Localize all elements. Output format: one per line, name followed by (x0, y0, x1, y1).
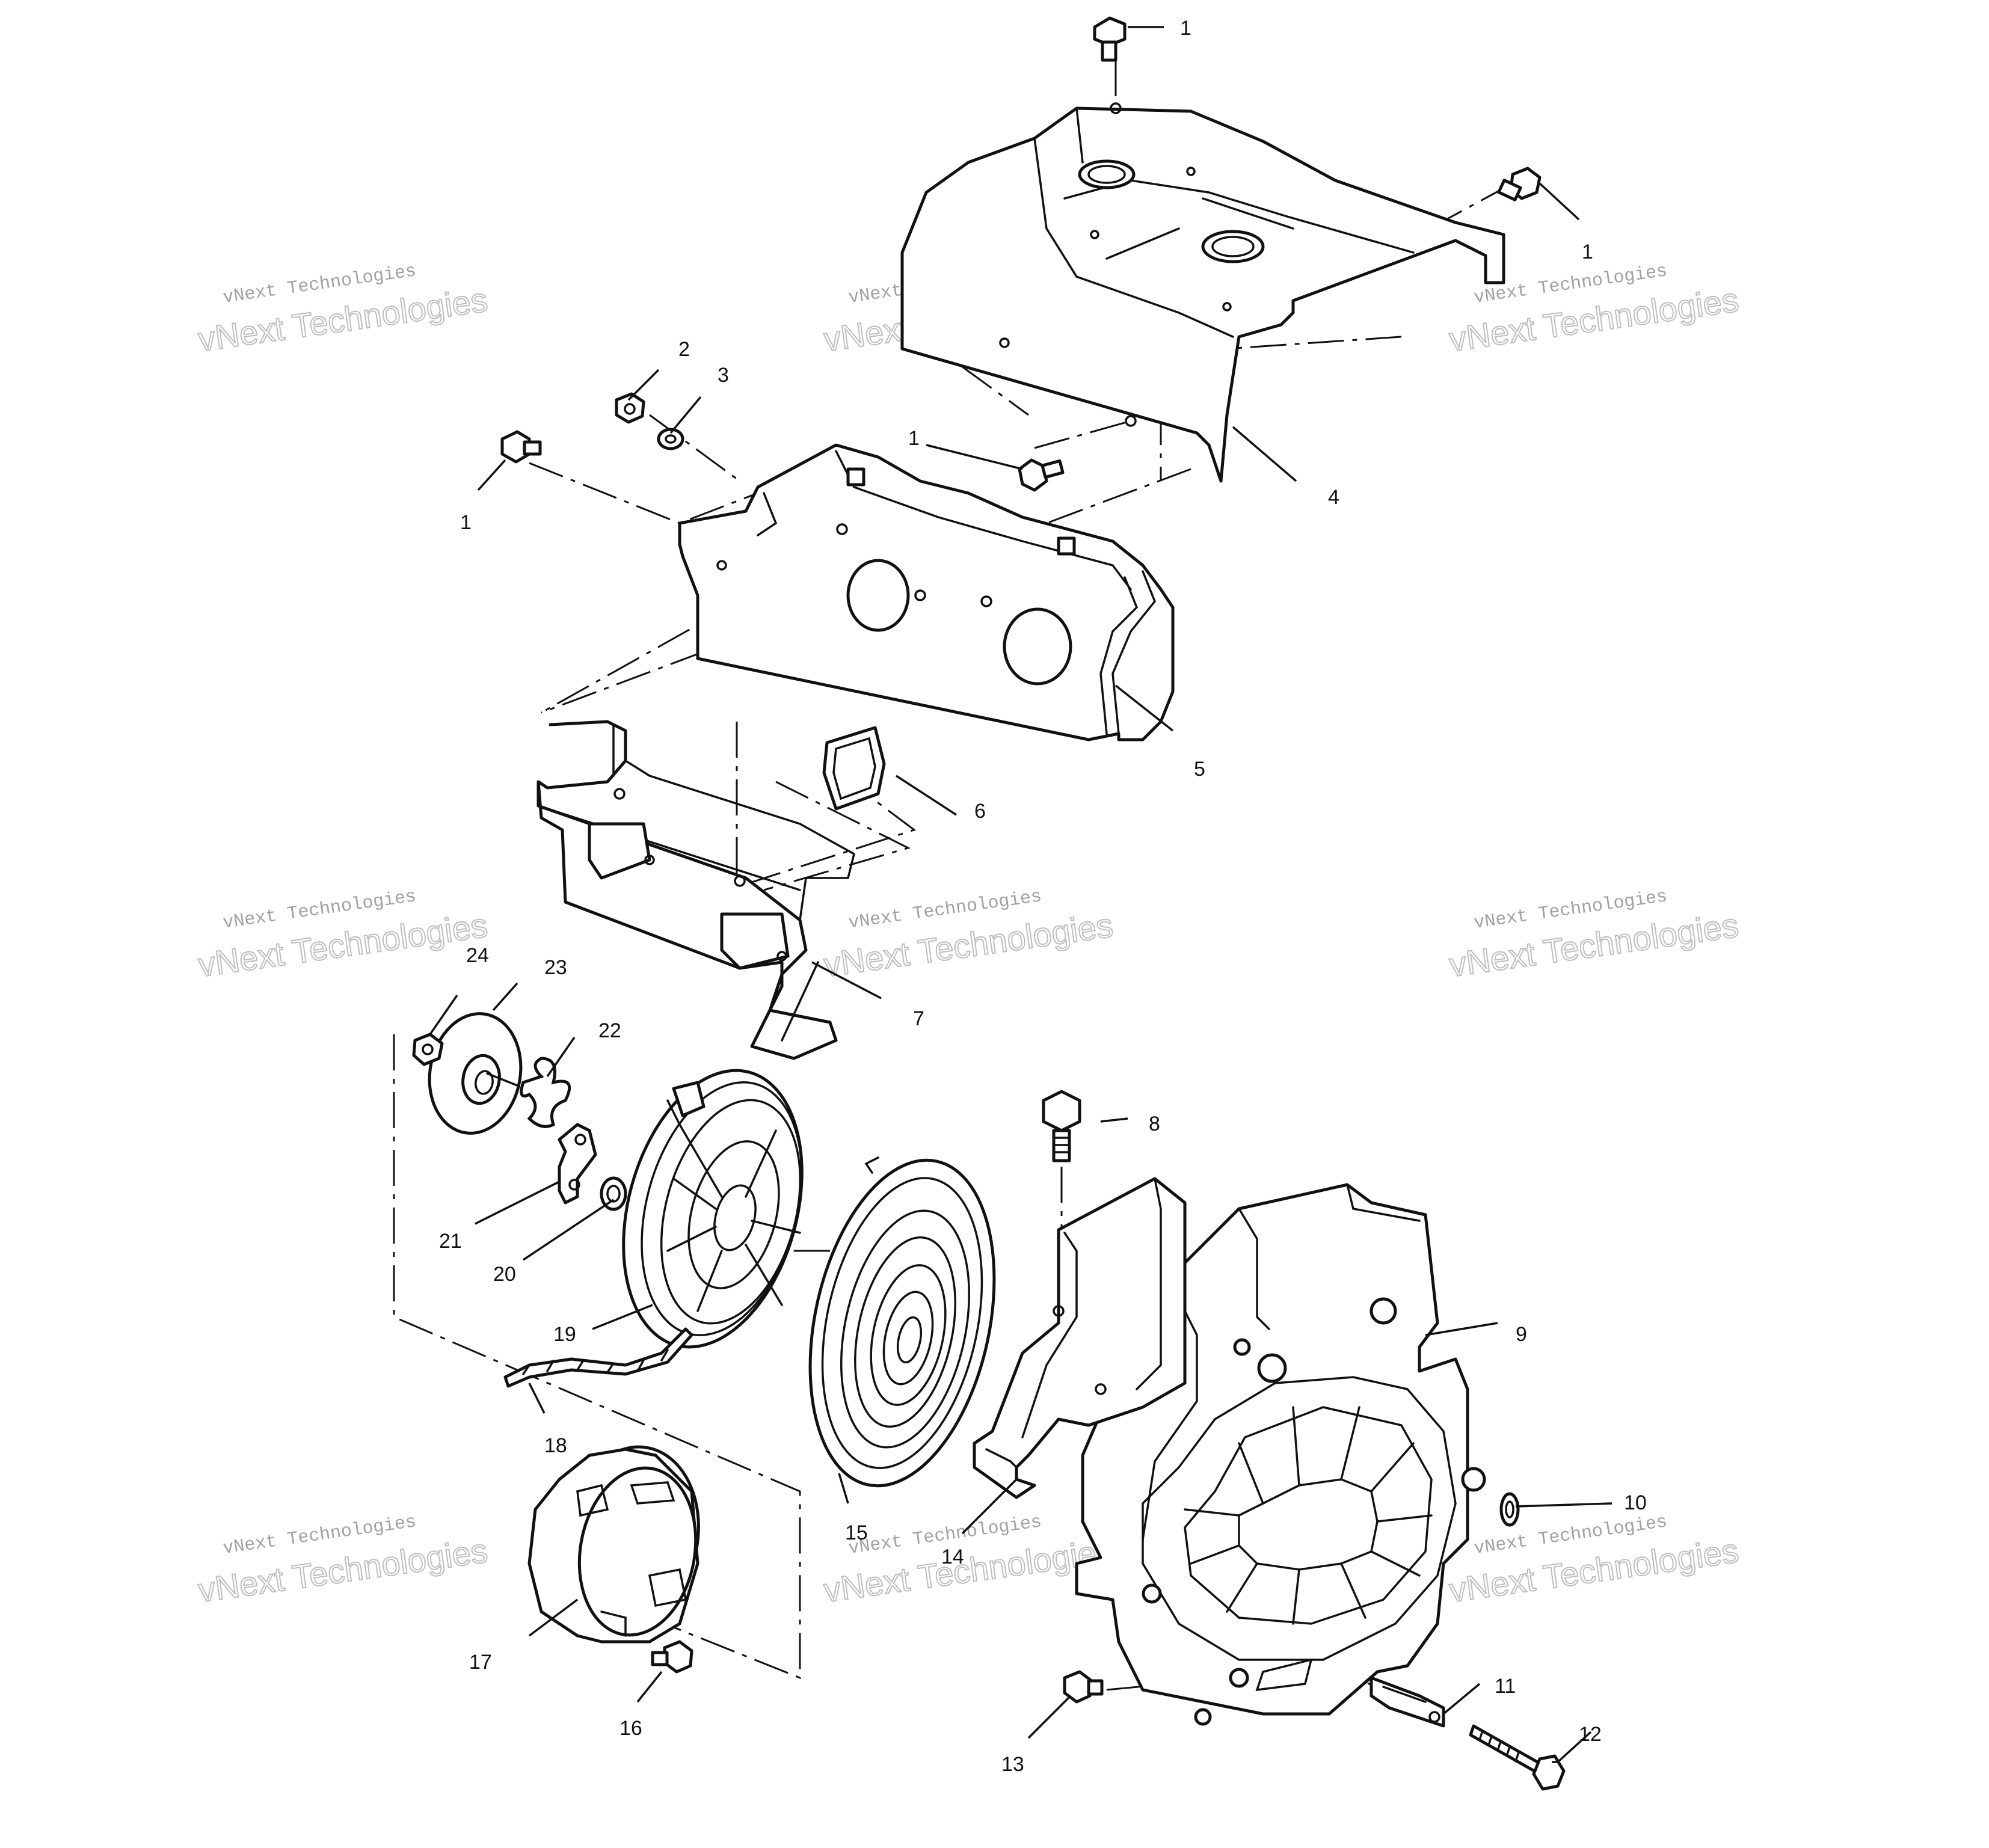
callout-18: 18 (544, 1434, 567, 1457)
friction-plate-part-23 (428, 1012, 523, 1135)
bushing-part-20 (600, 1176, 627, 1211)
callout-6: 6 (974, 800, 986, 823)
bolt-1-top (1093, 16, 1127, 62)
callout-10: 10 (1624, 1491, 1647, 1514)
grommet-part-10 (1499, 1492, 1520, 1527)
starter-pulley-part-19 (622, 1069, 804, 1349)
top-cover-part-4 (900, 102, 1505, 483)
washer-part-3 (657, 428, 684, 450)
nut-part-24 (412, 1033, 444, 1066)
callout-8: 8 (1149, 1113, 1160, 1135)
callout-2: 2 (678, 338, 690, 361)
exhaust-bracket-part-7 (536, 720, 856, 1060)
watermark: vNext Technologies vNext Technologies (821, 1512, 1116, 1610)
bolt-1-left (500, 430, 542, 464)
watermark: vNext Technologies vNext Technologies (195, 261, 491, 359)
watermark: vNext Technologies vNext Technologies (1446, 1512, 1742, 1610)
callout-22: 22 (598, 1019, 621, 1042)
callout-16: 16 (619, 1717, 642, 1740)
callout-19: 19 (553, 1323, 576, 1346)
watermark: vNext Technologies vNext Technologies (821, 886, 1116, 984)
callout-labels: 1 1 1 1 2 3 4 5 6 7 8 9 10 11 12 13 14 1… (439, 17, 1647, 1776)
watermark: vNext Technologies vNext Technologies (1446, 886, 1742, 984)
gasket-part-6 (822, 726, 886, 811)
callout-20: 20 (493, 1263, 516, 1286)
callout-13: 13 (1001, 1753, 1024, 1776)
callout-14: 14 (941, 1546, 964, 1568)
starter-cup-part-17 (527, 1445, 700, 1644)
bolt-1-right (1497, 167, 1542, 201)
callout-11: 11 (1495, 1675, 1516, 1698)
callout-1-left-bolt: 1 (460, 511, 472, 534)
callout-1-top-bolt: 1 (1180, 17, 1191, 40)
clip-part-11 (1370, 1676, 1445, 1728)
bolt-part-8 (1042, 1090, 1081, 1162)
starter-rope-part-18 (503, 1327, 693, 1388)
callout-21: 21 (439, 1230, 462, 1253)
bolt-part-13 (1063, 1670, 1104, 1704)
callout-4: 4 (1328, 486, 1339, 509)
watermark: vNext Technologies vNext Technologies (195, 886, 491, 984)
bolt-part-12 (1469, 1724, 1566, 1791)
callout-7: 7 (913, 1007, 924, 1030)
mounting-bracket-part-5 (678, 443, 1175, 741)
callout-3: 3 (718, 364, 729, 387)
recoil-spring-part-15 (808, 1156, 996, 1488)
callout-5: 5 (1194, 758, 1205, 781)
spring-clip-part-22 (520, 1057, 571, 1128)
watermark: vNext Technologies vNext Technologies (195, 1512, 491, 1610)
callout-1-middle-bolt: 1 (908, 427, 920, 450)
pawl-part-21 (558, 1123, 597, 1205)
callout-23: 23 (544, 956, 567, 979)
leader-lines (429, 26, 1612, 1763)
callout-24: 24 (466, 944, 489, 967)
bolt-1-middle (1018, 458, 1065, 492)
callout-15: 15 (845, 1521, 868, 1544)
callout-12: 12 (1579, 1723, 1602, 1746)
callout-1-right-bolt: 1 (1582, 241, 1593, 263)
nut-part-2 (615, 392, 645, 424)
support-bracket-part-14 (973, 1177, 1187, 1499)
callout-9: 9 (1516, 1323, 1527, 1346)
screw-part-16 (651, 1640, 693, 1674)
callout-17: 17 (469, 1651, 492, 1674)
